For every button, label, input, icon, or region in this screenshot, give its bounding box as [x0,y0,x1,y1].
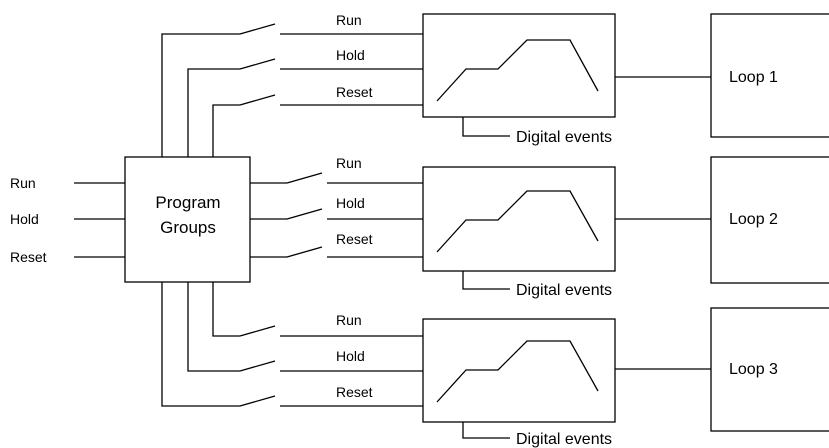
ch1-run-label: Run [336,12,362,28]
input-reset-label: Reset [10,249,47,265]
ch3-reset-switch [239,395,276,407]
ch3-run-switch [239,325,276,337]
loop-box-3 [710,307,829,432]
input-lines [74,182,125,258]
ch1-hold-wire [187,68,240,157]
digital-events-connector-1 [462,117,510,137]
ch3-reset-wire [161,282,240,407]
ch1-run-wire [161,33,240,157]
ch3-run-wire [212,282,240,337]
loop-box-2 [710,156,829,284]
program-profile-box-1 [422,13,616,118]
channel-3-wiring [161,282,423,407]
channel-1-wiring [161,23,423,157]
digital-events-connector-2 [462,271,510,290]
digital-events-label-2: Digital events [516,282,612,299]
input-hold-label: Hold [10,211,39,227]
ch2-reset-switch [286,246,323,258]
ch2-hold-label: Hold [336,195,365,211]
setpoint-profile-graph-2 [436,190,599,253]
ch3-hold-wire [187,282,240,372]
ch2-run-label: Run [336,155,362,171]
loop-label-3: Loop 3 [729,361,778,378]
loop-label-1: Loop 1 [729,69,778,86]
setpoint-profile-graph-1 [436,39,599,102]
ch2-reset-label: Reset [336,231,373,247]
program-groups-box [124,156,251,283]
digital-events-label-3: Digital events [516,431,612,448]
ch3-run-label: Run [336,312,362,328]
ch3-reset-label: Reset [336,384,373,400]
ch1-run-switch [239,23,276,35]
ch3-hold-label: Hold [336,348,365,364]
ch1-reset-wire [212,104,240,157]
program-groups-label-line1: Program [155,193,220,212]
setpoint-profile-graph-3 [436,340,599,403]
input-run-label: Run [10,175,36,191]
ch1-hold-switch [239,58,276,70]
program-profile-box-3 [422,318,616,423]
loop-box-1 [710,13,829,138]
ch3-hold-switch [239,360,276,372]
program-groups-label-line2: Groups [160,218,216,237]
digital-events-label-1: Digital events [516,129,612,146]
ch1-hold-label: Hold [336,47,365,63]
ch1-reset-switch [239,94,276,106]
digital-events-connector-3 [462,422,510,439]
loop-label-2: Loop 2 [729,211,778,228]
ch2-run-switch [286,172,323,184]
channel-2-wiring [250,172,423,258]
ch2-hold-switch [286,208,323,220]
ch1-reset-label: Reset [336,84,373,100]
